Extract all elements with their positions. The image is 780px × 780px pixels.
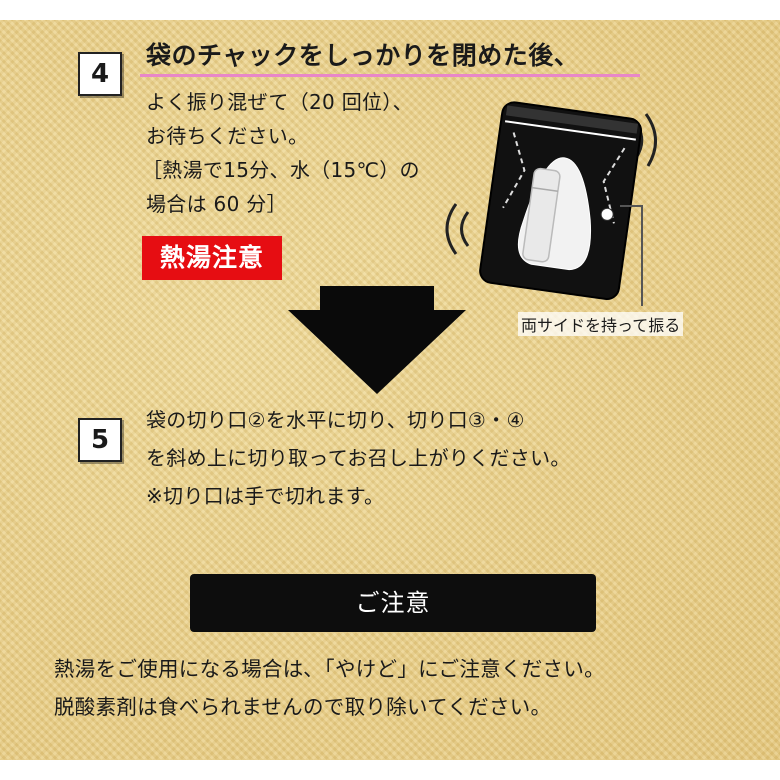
hot-water-warning-badge: 熱湯注意	[142, 236, 282, 280]
step-4-line-1: よく振り混ぜて（20 回位）、	[146, 90, 413, 114]
step-4-number: 4	[78, 52, 122, 96]
illustration-caption: 両サイドを持って振る	[518, 312, 684, 336]
pouch-icon	[479, 101, 643, 301]
caution-line-2: 脱酸素剤は食べられませんので取り除いてください。	[54, 695, 552, 719]
shake-mark-left-outer-icon	[445, 203, 458, 255]
step-5-number: 5	[78, 418, 122, 462]
caution-line-1: 熱湯をご使用になる場合は､「やけど」にご注意ください。	[54, 657, 605, 681]
shake-mark-left-inner-icon	[460, 211, 470, 247]
step-5-line-1: 袋の切り口②を水平に切り、切り口③・④	[146, 408, 525, 432]
shake-mark-right-outer-icon	[644, 113, 657, 167]
caution-title-bar: ご注意	[190, 574, 596, 632]
shaking-bag-illustration	[445, 101, 657, 306]
step-4-heading-underline	[140, 74, 640, 77]
step-5-line-3: ※切り口は手で切れます。	[146, 484, 385, 508]
step-4-line-3: ［熱湯で15分、水（15℃）の	[142, 158, 420, 182]
down-arrow-icon	[288, 286, 466, 394]
step-5-line-2: を斜め上に切り取ってお召し上がりください。	[146, 446, 571, 470]
step-4-line-4: 場合は 60 分］	[146, 192, 287, 216]
step-4-heading: 袋のチャックをしっかりを閉めた後、	[146, 41, 580, 70]
woven-background-panel	[0, 20, 780, 760]
step-4-line-2: お待ちください。	[146, 124, 309, 148]
